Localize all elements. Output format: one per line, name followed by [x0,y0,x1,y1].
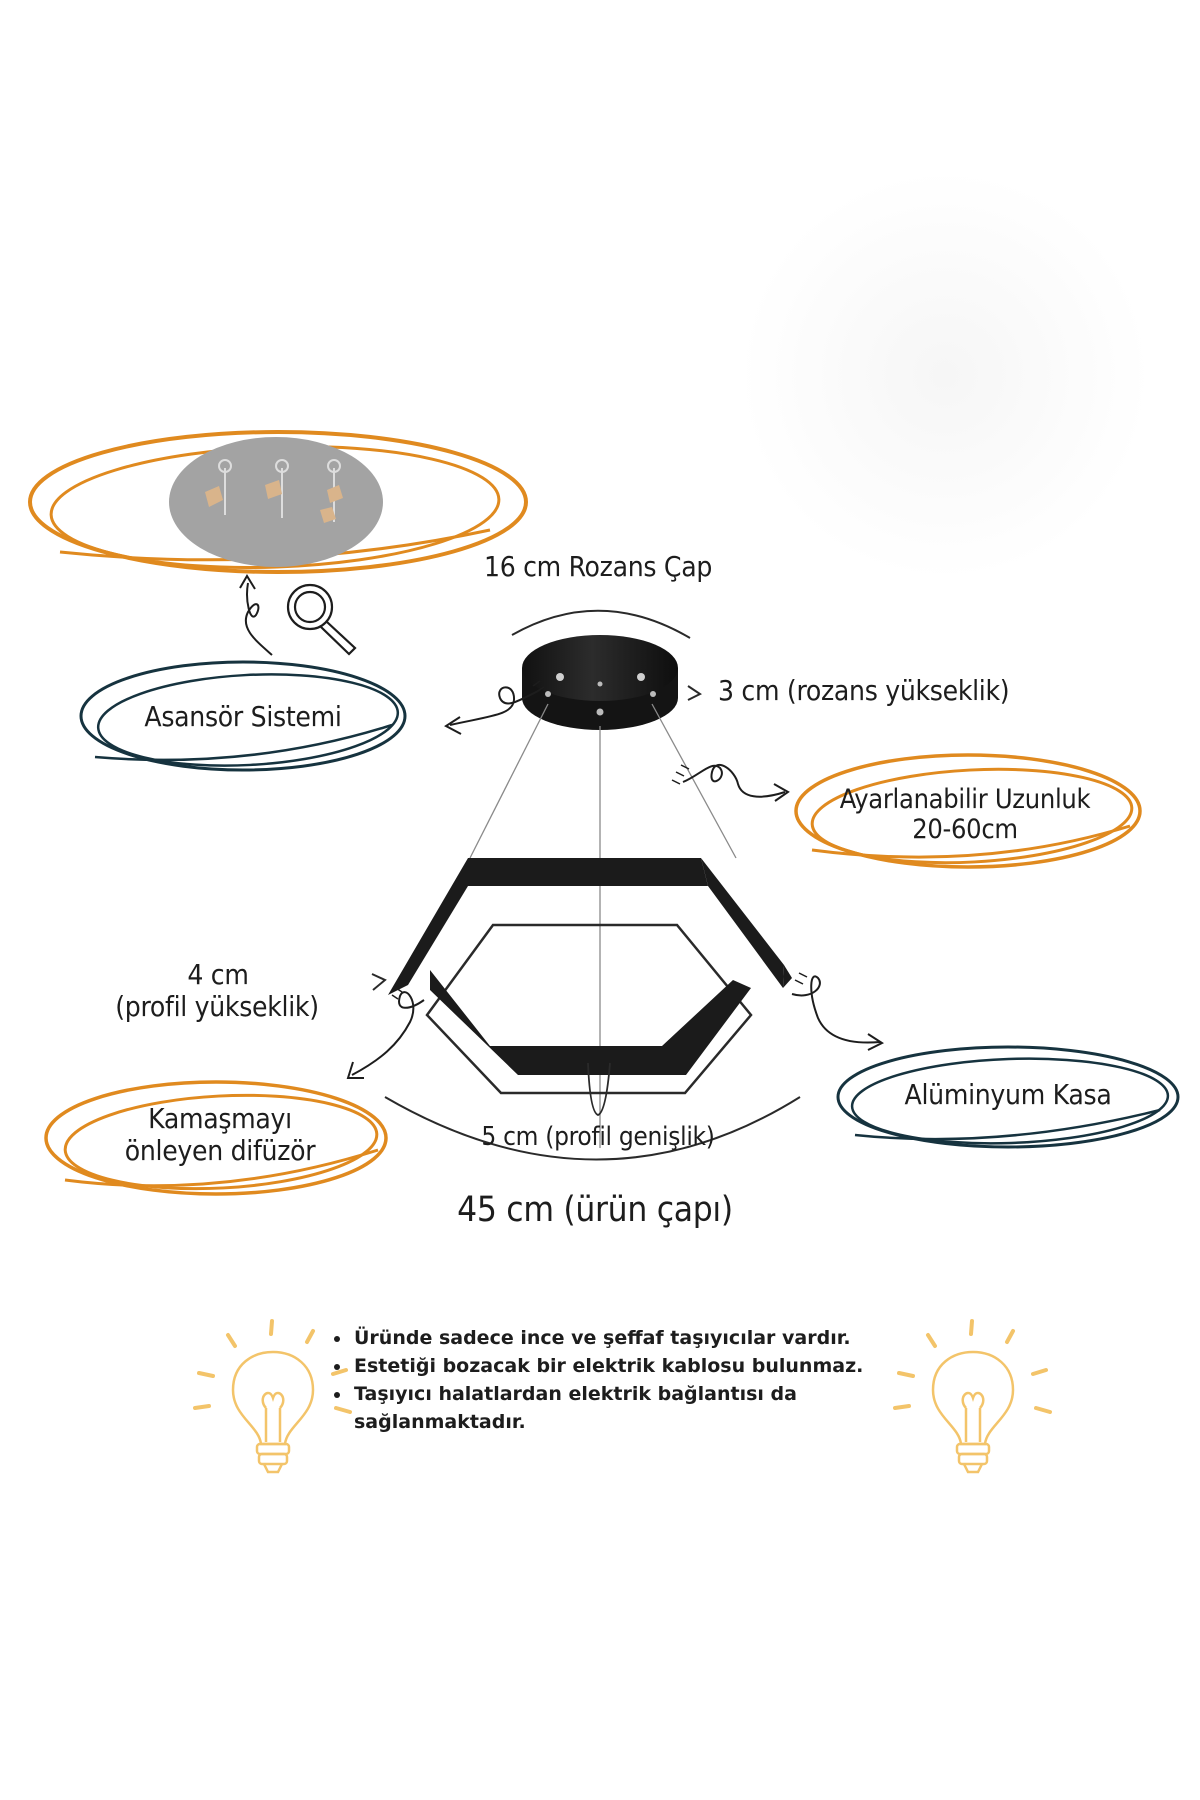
feature-item: Taşıyıcı halatlardan elektrik bağlantısı… [352,1380,900,1436]
diffuser-label-ellipse [44,1080,388,1196]
canopy-height-marker [687,685,702,701]
rozans-diameter-label: 16 cm Rozans Çap [483,550,713,583]
arrow-to-detail [244,582,273,656]
profile-height-label-2: (profil yükseklik) [115,990,319,1023]
profile-width-arc [587,1062,611,1116]
suspension-cables [469,703,737,1148]
elevator-system-label: Asansör Sistemi [144,700,342,733]
magnifier-icon [286,583,357,656]
elevator-detail [28,430,528,574]
canopy-top [522,635,678,701]
diameter-arc [384,1096,801,1161]
adjustable-length-label-2: 20-60cm [912,814,1018,845]
length-label-ellipse [794,753,1142,869]
arrow-to-case [791,975,881,1044]
diffuser-label-2: önleyen difüzör [124,1134,316,1167]
arrow-canopy-left [449,686,541,726]
case-label-ellipse [836,1045,1180,1149]
profile-width-label: 5 cm (profil genişlik) [481,1122,715,1152]
hexagon-frame [388,858,792,1095]
product-diameter-label: 45 cm (ürün çapı) [457,1190,733,1230]
lightbulb-icon [193,1319,352,1474]
frame-top [468,858,708,886]
frame-left [388,858,468,995]
elevator-clips [205,480,343,523]
frame-right [701,858,784,988]
elevator-photo-disc [169,437,383,567]
canopy [511,609,702,730]
feature-list: Üründe sadece ince ve şeffaf taşıyıcılar… [330,1324,900,1436]
feature-notes: Üründe sadece ince ve şeffaf taşıyıcılar… [330,1324,900,1436]
lightbulb-icon [893,1319,1052,1474]
aluminum-case-label: Alüminyum Kasa [904,1078,1112,1111]
elevator-label-ellipse [79,660,407,772]
feature-item: Üründe sadece ince ve şeffaf taşıyıcılar… [352,1324,900,1352]
arrow-to-diffuser [351,991,425,1076]
detail-ellipse-orange-1 [28,430,528,574]
profile-height-marker [371,973,387,991]
feature-item: Estetiği bozacak bir elektrik kablosu bu… [352,1352,900,1380]
frame-bottom [430,970,751,1075]
profile-height-label-1: 4 cm [187,958,249,991]
adjustable-length-label-1: Ayarlanabilir Uzunluk [839,784,1091,815]
arrow-to-length [682,764,786,798]
canopy-dimension-arc [511,609,691,639]
background-glow [740,170,1150,580]
diffuser-label-1: Kamaşmayı [148,1102,292,1135]
rozans-height-label: 3 cm (rozans yükseklik) [718,674,1010,707]
